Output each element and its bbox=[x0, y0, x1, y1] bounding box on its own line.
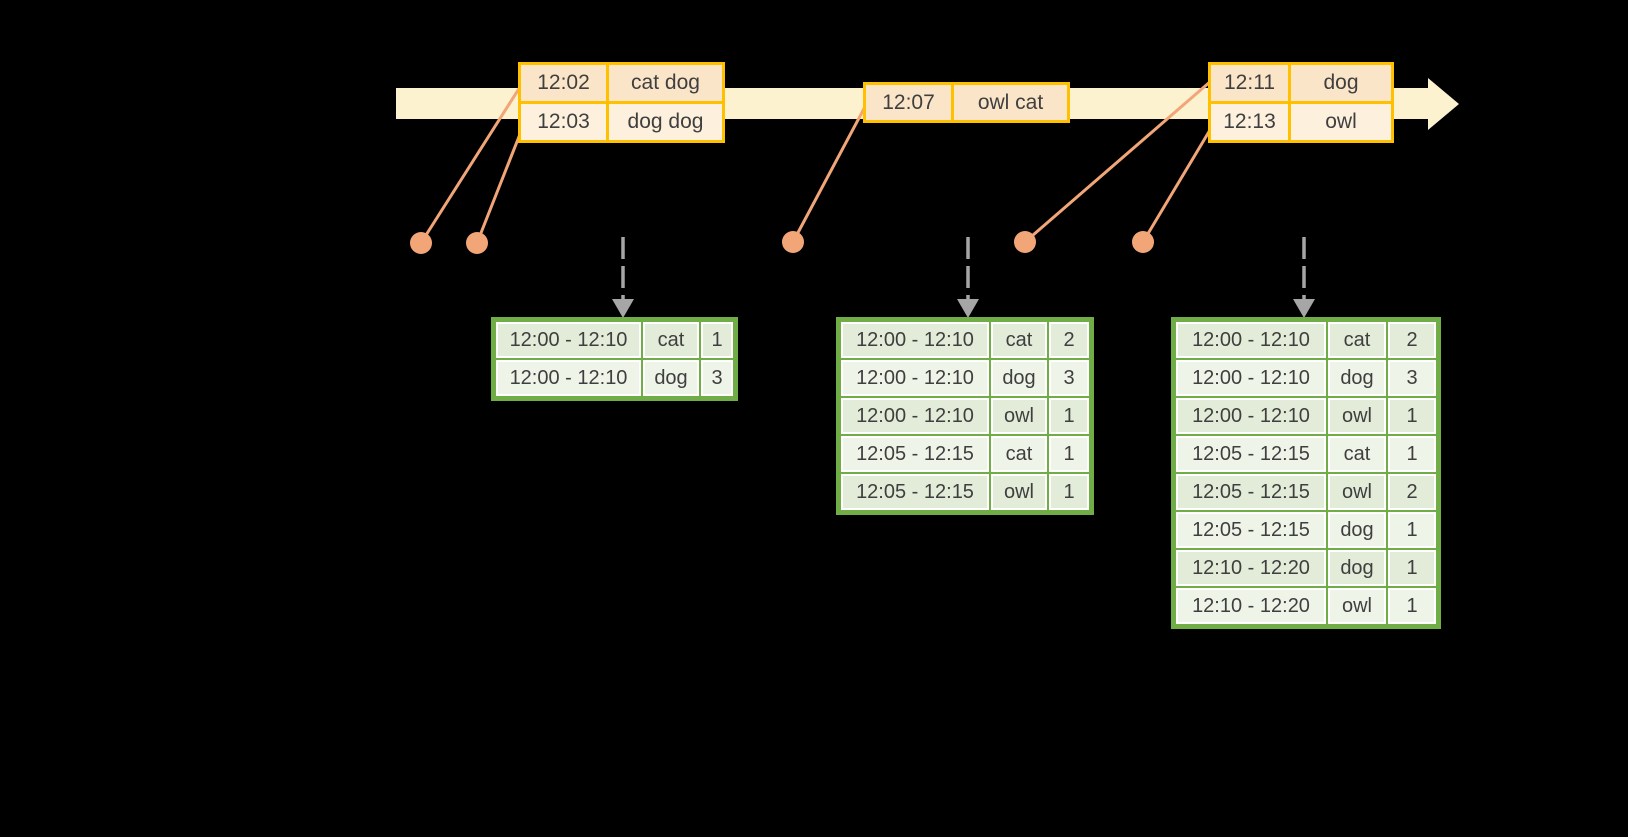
result-cell: 12:05 - 12:15 bbox=[841, 436, 989, 472]
result-cell: owl bbox=[1328, 474, 1386, 510]
event-cell: 12:11 bbox=[1211, 65, 1288, 101]
event-connector-line bbox=[1024, 79, 1212, 244]
event-cell: dog dog bbox=[609, 104, 722, 140]
result-cell: 12:05 - 12:15 bbox=[1176, 474, 1326, 510]
trigger-arrow-icon bbox=[612, 237, 634, 318]
result-cell: 1 bbox=[1388, 550, 1436, 586]
result-cell: 12:00 - 12:10 bbox=[841, 322, 989, 358]
result-cell: dog bbox=[643, 360, 699, 396]
event-cell: 12:02 bbox=[521, 65, 606, 101]
result-cell: 1 bbox=[1388, 436, 1436, 472]
event-connector-line bbox=[1141, 124, 1215, 243]
result-cell: 12:10 - 12:20 bbox=[1176, 550, 1326, 586]
result-cell: 12:05 - 12:15 bbox=[841, 474, 989, 510]
result-cell: 12:00 - 12:10 bbox=[841, 360, 989, 396]
event-cell: 12:13 bbox=[1211, 104, 1288, 140]
result-cell: cat bbox=[1328, 322, 1386, 358]
result-cell: 12:00 - 12:10 bbox=[496, 360, 641, 396]
event-cell: dog bbox=[1291, 65, 1391, 101]
event-dot bbox=[410, 232, 432, 254]
result-cell: 12:05 - 12:15 bbox=[1176, 436, 1326, 472]
event-cell: owl bbox=[1291, 104, 1391, 140]
result-cell: 1 bbox=[1388, 588, 1436, 624]
result-cell: 12:00 - 12:10 bbox=[1176, 322, 1326, 358]
event-cell: cat dog bbox=[609, 65, 722, 101]
result-cell: 3 bbox=[1388, 360, 1436, 396]
result-cell: dog bbox=[1328, 550, 1386, 586]
result-cell: 2 bbox=[1388, 322, 1436, 358]
event-connector-line bbox=[791, 102, 869, 243]
event-cell: 12:03 bbox=[521, 104, 606, 140]
result-cell: 3 bbox=[701, 360, 733, 396]
result-cell: 1 bbox=[1388, 398, 1436, 434]
event-connector-line bbox=[419, 86, 522, 244]
result-cell: dog bbox=[991, 360, 1047, 396]
result-cell: 2 bbox=[1049, 322, 1089, 358]
event-dot bbox=[782, 231, 804, 253]
result-cell: 1 bbox=[1388, 512, 1436, 548]
result-cell: owl bbox=[991, 398, 1047, 434]
result-cell: cat bbox=[991, 436, 1047, 472]
result-cell: 12:00 - 12:10 bbox=[496, 322, 641, 358]
trigger-arrow-icon bbox=[1293, 237, 1315, 318]
result-cell: owl bbox=[991, 474, 1047, 510]
result-cell: 12:00 - 12:10 bbox=[1176, 360, 1326, 396]
result-cell: cat bbox=[991, 322, 1047, 358]
result-cell: 1 bbox=[1049, 474, 1089, 510]
event-cell: 12:07 bbox=[866, 85, 951, 120]
result-cell: 1 bbox=[1049, 436, 1089, 472]
result-cell: dog bbox=[1328, 360, 1386, 396]
trigger-arrow-icon bbox=[957, 237, 979, 318]
event-dot bbox=[466, 232, 488, 254]
result-cell: owl bbox=[1328, 588, 1386, 624]
result-cell: 12:00 - 12:10 bbox=[841, 398, 989, 434]
event-dot bbox=[1014, 231, 1036, 253]
event-cell: owl cat bbox=[954, 85, 1067, 120]
result-cell: owl bbox=[1328, 398, 1386, 434]
event-connector-line bbox=[475, 123, 526, 244]
result-cell: dog bbox=[1328, 512, 1386, 548]
result-cell: 1 bbox=[1049, 398, 1089, 434]
result-cell: 3 bbox=[1049, 360, 1089, 396]
result-cell: cat bbox=[643, 322, 699, 358]
result-cell: 2 bbox=[1388, 474, 1436, 510]
result-cell: 1 bbox=[701, 322, 733, 358]
result-cell: 12:05 - 12:15 bbox=[1176, 512, 1326, 548]
result-cell: 12:10 - 12:20 bbox=[1176, 588, 1326, 624]
result-cell: cat bbox=[1328, 436, 1386, 472]
result-cell: 12:00 - 12:10 bbox=[1176, 398, 1326, 434]
event-dot bbox=[1132, 231, 1154, 253]
timeline-arrowhead-icon bbox=[1428, 78, 1459, 130]
